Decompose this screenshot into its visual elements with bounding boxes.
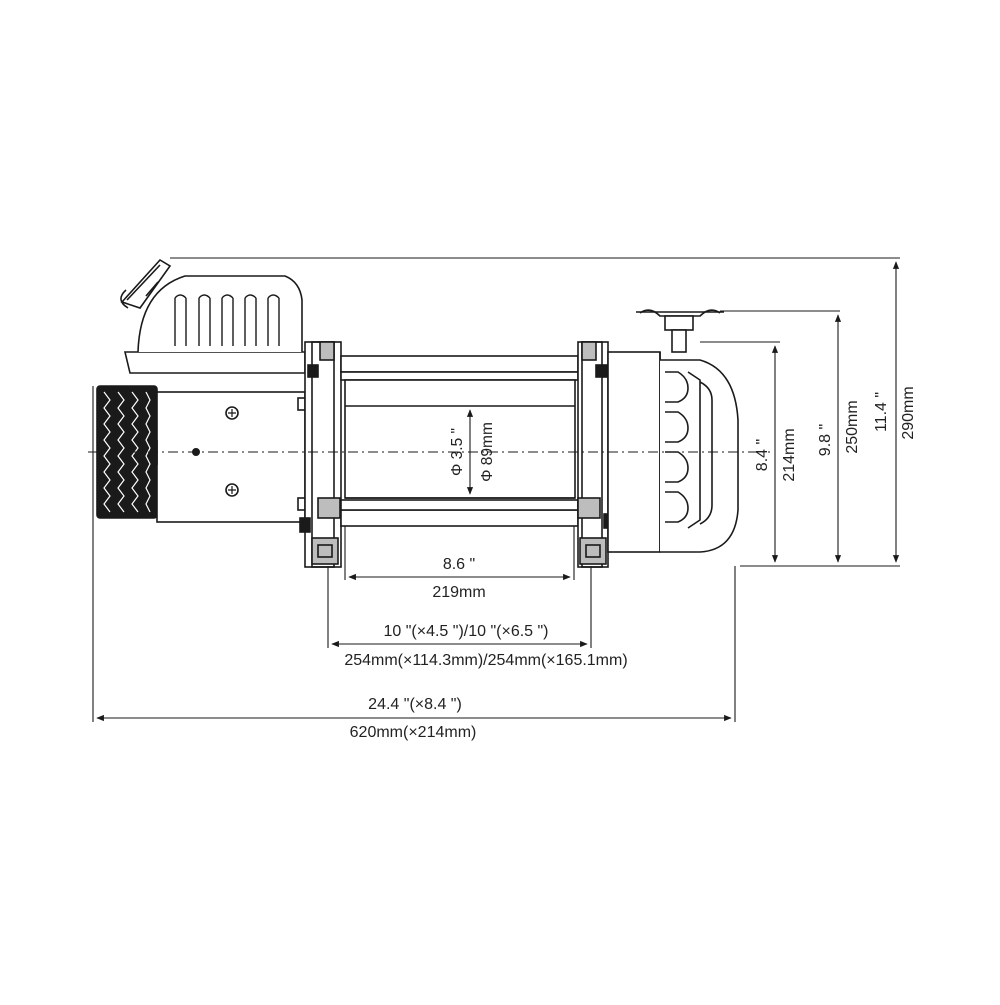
- height-total-mm: 290mm: [900, 386, 917, 439]
- drum: [340, 355, 579, 527]
- height-total-inch: 11.4 ": [873, 392, 890, 432]
- drum-diameter-inch: Φ 3.5 ": [449, 428, 466, 476]
- right-end-frame: [577, 341, 615, 568]
- drum-length-mm: 219mm: [432, 584, 485, 601]
- overall-length-inch: 24.4 "(×8.4 "): [368, 696, 462, 713]
- control-box: [120, 258, 306, 374]
- mount-pattern-mm: 254mm(×114.3mm)/254mm(×165.1mm): [344, 652, 627, 669]
- winch-body: [88, 258, 770, 568]
- overall-length-mm: 620mm(×214mm): [350, 724, 477, 741]
- height-small-mm: 214mm: [781, 428, 798, 481]
- dimension-labels: 8.6 " 219mm 10 "(×4.5 ")/10 "(×6.5 ") 25…: [344, 386, 917, 741]
- drum-diameter-mm: Φ 89mm: [479, 422, 496, 482]
- dimension-lines: [92, 257, 900, 722]
- motor: [96, 385, 307, 523]
- gearbox: [607, 309, 739, 553]
- drum-length-inch: 8.6 ": [443, 556, 475, 573]
- height-small-inch: 8.4 ": [754, 439, 771, 471]
- left-end-frame: [299, 341, 342, 568]
- height-mid-mm: 250mm: [844, 400, 861, 453]
- mount-pattern-inch: 10 "(×4.5 ")/10 "(×6.5 "): [383, 623, 548, 640]
- height-mid-inch: 9.8 ": [817, 424, 834, 456]
